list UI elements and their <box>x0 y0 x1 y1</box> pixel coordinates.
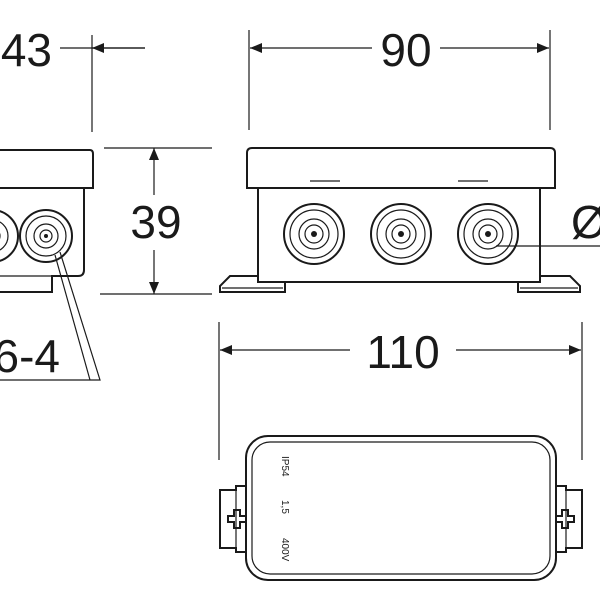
side-lid <box>0 149 94 189</box>
height-label: 39 <box>130 196 181 248</box>
right-mounting-lug <box>555 485 583 553</box>
top-box-outline <box>245 435 557 581</box>
left-mounting-foot <box>219 275 286 293</box>
front-lid <box>246 147 556 189</box>
front-gland-right <box>457 203 519 265</box>
left-screw-icon <box>227 509 247 529</box>
side-body <box>0 187 85 293</box>
length-label: 110 <box>366 326 439 378</box>
top-view: 110 IP54 1,5 400V <box>218 322 583 581</box>
protection-label: IP54 <box>279 456 290 477</box>
front-body <box>257 188 541 283</box>
depth-label: 43 <box>1 24 52 76</box>
front-gland-middle <box>370 203 432 265</box>
front-gland-left <box>283 203 345 265</box>
front-view: 90 <box>219 24 600 293</box>
right-mounting-foot <box>517 275 581 293</box>
side-view: 43 6-4 39 <box>0 22 212 382</box>
gland-label: 6-4 <box>0 330 60 382</box>
cross-section-label: 1,5 <box>279 500 290 514</box>
side-gland-partial <box>0 210 19 262</box>
right-screw-icon <box>555 509 575 529</box>
gland-leader-line <box>0 251 101 381</box>
side-gland <box>19 209 73 263</box>
diameter-label: Ø <box>571 196 600 248</box>
voltage-label: 400V <box>279 538 290 562</box>
width-label: 90 <box>380 24 431 76</box>
left-mounting-lug <box>219 485 247 553</box>
